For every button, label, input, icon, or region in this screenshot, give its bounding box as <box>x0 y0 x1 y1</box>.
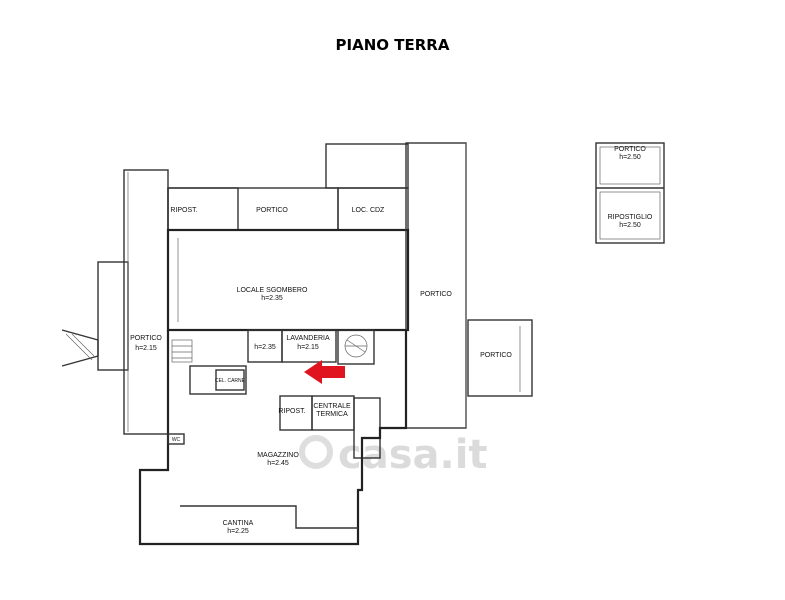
watermark-text: casa.it <box>338 432 488 478</box>
room-height-portico-annex: h=2.50 <box>619 154 641 161</box>
watermark: casa.it <box>299 432 488 478</box>
room-label-wc: WC <box>172 437 181 443</box>
page-title: PIANO TERRA <box>335 36 450 54</box>
room-label-portico-top: PORTICO <box>256 207 288 214</box>
room-height-locale-sgombero: h=2.35 <box>261 295 283 302</box>
room-height-ripostiglio-annex: h=2.50 <box>619 222 641 229</box>
room-height-small-room: h=2.35 <box>254 344 276 351</box>
room-label-termica: TERMICA <box>316 411 348 418</box>
room-height-lavanderia: h=2.15 <box>297 344 319 351</box>
room-height-portico-left: h=2.15 <box>135 345 157 352</box>
room-label-ripost-mid: RIPOST. <box>278 408 305 415</box>
room-height-cantina: h=2.25 <box>227 528 249 535</box>
room-label-ripost-top: RIPOST. <box>170 207 197 214</box>
room-label-magazzino: MAGAZZINO <box>257 452 299 459</box>
annex <box>595 142 665 244</box>
room-label-loc-cdz: LOC. CDZ <box>352 207 385 214</box>
room-label-ripostiglio-annex: RIPOSTIGLIO <box>608 214 653 221</box>
room-label-cel-carne: CEL. CARNE <box>215 378 246 384</box>
room-label-portico-far: PORTICO <box>480 352 512 359</box>
room-label-portico-left: PORTICO <box>130 335 162 342</box>
room-label-centrale: CENTRALE <box>313 403 351 410</box>
room-label-cantina: CANTINA <box>223 520 254 527</box>
room-height-magazzino: h=2.45 <box>267 460 289 467</box>
room-labels: RIPOST. PORTICO LOC. CDZ LOCALE SGOMBERO… <box>130 146 653 535</box>
room-label-locale-sgombero: LOCALE SGOMBERO <box>237 287 308 294</box>
building-outline <box>61 142 533 546</box>
arrow-left-icon <box>304 360 345 384</box>
room-label-portico-right: PORTICO <box>420 291 452 298</box>
room-label-lavanderia: LAVANDERIA <box>286 335 330 342</box>
room-label-portico-annex: PORTICO <box>614 146 646 153</box>
